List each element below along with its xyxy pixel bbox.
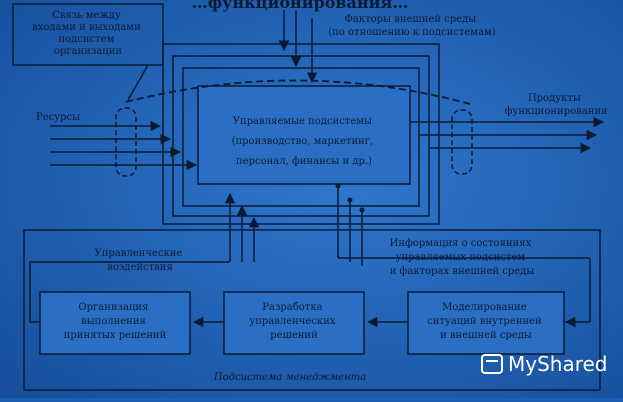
info-state-label: Информация о состояниях управляемых подс… (390, 238, 535, 277)
org-decisions-label: Организация выполнения принятых решений (64, 302, 167, 341)
resources-label: Ресурсы (36, 112, 80, 123)
products-label: Продукты функционирования (505, 93, 608, 117)
modeling-box (407, 291, 565, 355)
connection-pointer-line (127, 64, 149, 101)
develop-decisions-label: Разработка управленческих решений (249, 302, 338, 341)
org-decisions-box (39, 291, 191, 355)
connection-dashed-arc (125, 79, 471, 105)
modeling-label: Моделирование ситуаций внутренней и внеш… (427, 302, 545, 341)
management-actions-label: Управленческие воздействия (95, 248, 186, 273)
info-dot-1 (335, 183, 341, 189)
info-dot-2 (347, 197, 353, 203)
managed-subsystems-label: Управляемые подсистемы (производство, ма… (232, 116, 377, 167)
management-subsystem-caption: Подсистема менеджмента (213, 372, 366, 383)
env-factors-label: Факторы внешней среды (по отношению к по… (328, 14, 496, 38)
frame-middle (172, 55, 430, 217)
input-dashed-capsule (115, 107, 137, 177)
managed-subsystems-box (197, 85, 411, 185)
frame-inner (182, 67, 420, 207)
top-title: …функционирования… (192, 0, 409, 12)
watermark: MyShared (481, 352, 608, 376)
org-feedback-line (29, 261, 80, 323)
develop-decisions-box (223, 291, 365, 355)
connection-label: Связь между входами и выходами подсистем… (32, 10, 144, 57)
watermark-text: MyShared (508, 352, 608, 376)
connection-label-box (12, 3, 164, 66)
management-subsystem-frame (23, 229, 601, 391)
watermark-logo-icon (481, 354, 503, 374)
info-dot-3 (359, 207, 365, 213)
output-dashed-capsule (451, 109, 473, 175)
